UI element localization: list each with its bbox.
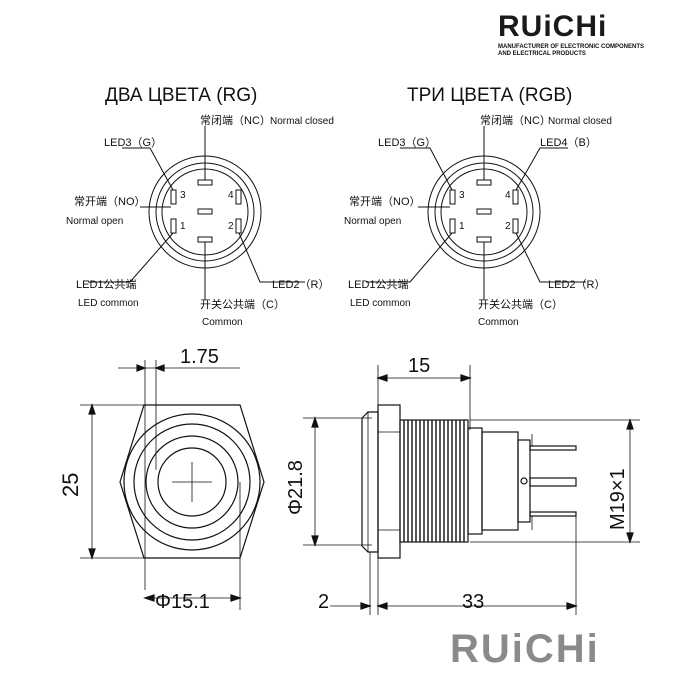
dim-front-top: 1.75 <box>180 346 219 368</box>
right-com-en: Common <box>478 317 519 328</box>
left-nc-en: Normal closed <box>270 116 334 127</box>
dim-side-bottom-right: 33 <box>462 591 484 613</box>
dim-front-bottom: Φ15.1 <box>155 591 210 613</box>
left-pin-diagram: ДВА ЦВЕТА (RG) 3 1 4 2 常闭端（NC） Normal cl… <box>66 85 334 328</box>
left-com-en: Common <box>202 317 243 328</box>
left-led3: LED3（G） <box>104 136 162 149</box>
logo-bottom-text: RUiCHi <box>450 627 600 671</box>
logo-tagline-1: MANUFACTURER OF ELECTRONIC COMPONENTS <box>498 44 644 50</box>
right-led3: LED3（G） <box>378 136 436 149</box>
right-led1-cn: LED1公共端 <box>348 278 409 291</box>
left-pin-1: 1 <box>180 221 186 232</box>
logo-top: RUiCHi MANUFACTURER OF ELECTRONIC COMPON… <box>498 10 644 57</box>
left-nc-cn: 常闭端（NC） <box>200 114 271 127</box>
left-com-cn: 开关公共端（C） <box>200 297 285 311</box>
logo-tagline-2: AND ELECTRICAL PRODUCTS <box>498 51 586 57</box>
right-no-cn: 常开端（NO） <box>349 195 421 208</box>
right-pin-diagram: ТРИ ЦВЕТА (RGB) 3 1 4 2 常闭端（NC） Normal c… <box>344 85 612 328</box>
dim-side-top: 15 <box>408 355 430 377</box>
left-led1-cn: LED1公共端 <box>76 278 137 291</box>
right-title: ТРИ ЦВЕТА (RGB) <box>407 85 572 106</box>
right-pin-2: 2 <box>505 221 511 232</box>
dim-front-height: 25 <box>58 473 83 497</box>
right-nc-en: Normal closed <box>548 116 612 127</box>
left-led1-en: LED common <box>78 298 139 309</box>
right-pin-4: 4 <box>505 190 511 201</box>
front-view: 1.75 25 Φ15.1 <box>58 346 265 613</box>
right-led1-en: LED common <box>350 298 411 309</box>
right-led4: LED4（B） <box>540 136 597 149</box>
left-title: ДВА ЦВЕТА (RG) <box>105 85 257 106</box>
side-view: 15 Φ21.8 <box>285 355 640 615</box>
right-nc-cn: 常闭端（NC） <box>480 114 551 127</box>
right-pin-1: 1 <box>459 221 465 232</box>
right-led2: LED2（R） <box>548 278 605 291</box>
left-no-en: Normal open <box>66 216 123 227</box>
logo-top-text: RUiCHi <box>498 10 607 43</box>
logo-bottom: RUiCHi <box>450 627 600 671</box>
dim-side-diameter: Φ21.8 <box>285 460 307 515</box>
dim-side-bottom-left: 2 <box>318 591 329 613</box>
dim-side-thread: M19×1 <box>607 468 629 530</box>
right-no-en: Normal open <box>344 216 401 227</box>
left-pin-2: 2 <box>228 221 234 232</box>
left-pin-4: 4 <box>228 190 234 201</box>
left-pin-3: 3 <box>180 190 186 201</box>
left-no-cn: 常开端（NO） <box>74 195 146 208</box>
thread-lines <box>403 420 465 542</box>
left-led2: LED2（R） <box>272 278 329 291</box>
right-com-cn: 开关公共端（C） <box>478 297 563 311</box>
right-pin-3: 3 <box>459 190 465 201</box>
